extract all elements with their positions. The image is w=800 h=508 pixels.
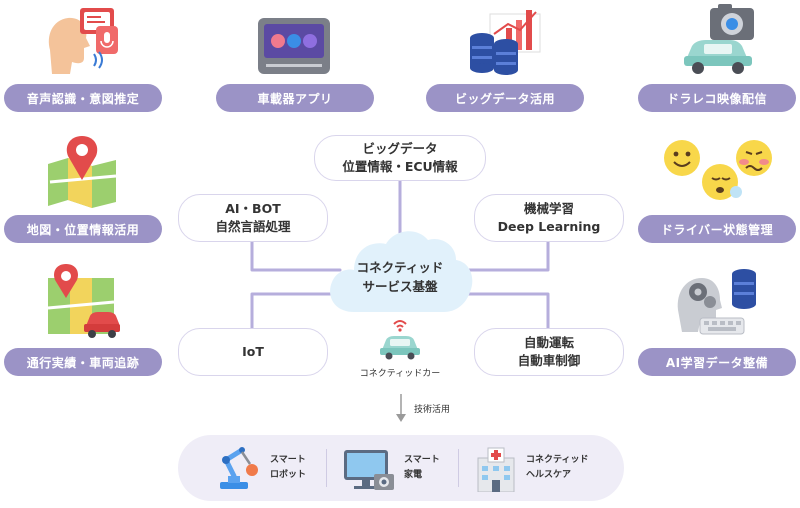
app-smart-appliance: スマート 家電 xyxy=(404,453,440,483)
node-machine-learning: 機械学習 Deep Learning xyxy=(474,194,624,242)
dashcam-video-icon xyxy=(684,4,754,74)
center-line1: コネクティッド xyxy=(356,260,444,275)
app-connected-healthcare: コネクティッド ヘルスケア xyxy=(526,453,588,483)
node-autodrive-line1: 自動運転 xyxy=(523,335,574,350)
category-map-location: 地図・位置情報活用 xyxy=(4,215,162,243)
driver-status-icon xyxy=(664,140,772,200)
category-driver-status: ドライバー状態管理 xyxy=(638,215,796,243)
node-ml-line2: Deep Learning xyxy=(497,219,601,234)
connected-car-icon xyxy=(380,320,420,360)
connector-iot xyxy=(250,292,342,332)
app-line1: コネクティッド xyxy=(526,455,589,465)
node-bigdata-line1: ビッグデータ xyxy=(362,141,438,156)
category-label: ドラレコ映像配信 xyxy=(666,91,767,106)
category-label: ドライバー状態管理 xyxy=(660,222,774,237)
map-pin-icon xyxy=(48,136,117,208)
node-iot: IoT xyxy=(178,328,328,376)
app-line2: 家電 xyxy=(404,470,423,480)
category-car-device-app: 車載器アプリ xyxy=(216,84,374,112)
category-label: 音声認識・意図推定 xyxy=(26,91,140,106)
connector-aibot xyxy=(250,236,342,272)
node-ai-bot: AI・BOT 自然言語処理 xyxy=(178,194,328,242)
app-line1: スマート xyxy=(404,455,440,465)
cloud-shape xyxy=(330,231,473,312)
app-line1: スマート xyxy=(270,455,306,465)
vehicle-tracking-icon xyxy=(47,264,120,338)
node-aibot-line2: 自然言語処理 xyxy=(215,219,291,234)
connector-autodrive xyxy=(458,292,550,332)
category-label: AI学習データ整備 xyxy=(665,355,769,370)
category-label: 車載器アプリ xyxy=(257,91,333,106)
app-smart-robot: スマート ロボット xyxy=(270,453,306,483)
connector-ml xyxy=(458,236,550,272)
car-device-app-icon xyxy=(258,18,330,74)
app-line2: ヘルスケア xyxy=(526,470,572,480)
smart-appliance-icon xyxy=(344,450,394,490)
category-label: ビッグデータ活用 xyxy=(454,91,555,106)
category-voice-recognition: 音声認識・意図推定 xyxy=(4,84,162,112)
connected-car-label: コネクティッドカー xyxy=(359,369,441,379)
node-auto-drive: 自動運転 自動車制御 xyxy=(474,328,624,376)
hospital-icon xyxy=(477,447,515,492)
down-arrow-icon xyxy=(396,394,406,422)
center-line2: サービス基盤 xyxy=(362,279,438,294)
app-line2: ロボット xyxy=(270,470,307,480)
node-autodrive-line2: 自動車制御 xyxy=(517,353,581,368)
node-iot-label: IoT xyxy=(242,344,264,359)
divider xyxy=(326,449,327,487)
category-ai-learning-data: AI学習データ整備 xyxy=(638,348,796,376)
node-bigdata-line2: 位置情報・ECU情報 xyxy=(342,159,458,174)
category-big-data: ビッグデータ活用 xyxy=(426,84,584,112)
voice-recognition-icon xyxy=(48,8,118,74)
node-aibot-line1: AI・BOT xyxy=(225,201,281,216)
node-ml-line1: 機械学習 xyxy=(523,201,574,216)
category-label: 通行実績・車両追跡 xyxy=(26,355,140,370)
center-platform-label: コネクティッド サービス基盤 xyxy=(334,258,466,296)
tech-use-label: 技術活用 xyxy=(414,405,451,415)
big-data-icon xyxy=(470,10,541,75)
ai-learning-data-icon xyxy=(677,269,756,335)
divider xyxy=(458,449,459,487)
robot-arm-icon xyxy=(220,447,258,489)
category-label: 地図・位置情報活用 xyxy=(26,222,140,237)
category-dashcam-video: ドラレコ映像配信 xyxy=(638,84,796,112)
category-vehicle-tracking: 通行実績・車両追跡 xyxy=(4,348,162,376)
node-bigdata: ビッグデータ 位置情報・ECU情報 xyxy=(314,135,486,181)
